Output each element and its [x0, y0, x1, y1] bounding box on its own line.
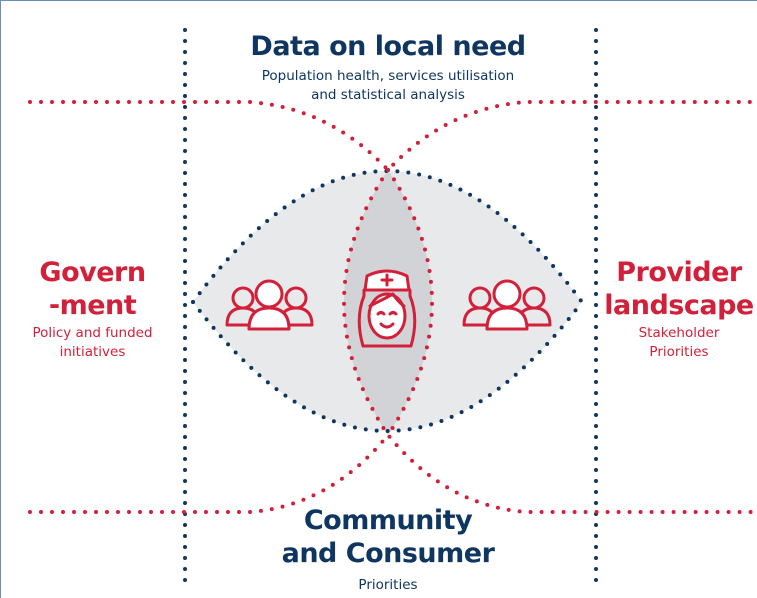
- lens-right-dotted-arc: [386, 168, 434, 437]
- left-title-line2: -ment: [48, 290, 137, 321]
- bottom-title-line2: and Consumer: [281, 538, 495, 569]
- left-subtitle-line2: initiatives: [59, 344, 126, 360]
- bottom-label-group: Community and Consumer Priorities: [198, 504, 578, 595]
- people-group-icon: [225, 279, 314, 331]
- right-label-group: Provider landscape Stakeholder Prioritie…: [604, 256, 754, 362]
- top-horizontal-dotted-line: [28, 100, 754, 173]
- right-title-line2: landscape: [604, 290, 754, 321]
- top-label-group: Data on local need Population health, se…: [188, 30, 588, 105]
- top-subtitle-line2: and statistical analysis: [311, 87, 465, 103]
- bottom-title-line1: Community: [303, 505, 473, 536]
- people-group-icon: [462, 279, 552, 331]
- right-title-line1: Provider: [616, 257, 742, 288]
- left-subtitle-line1: Policy and funded: [32, 325, 153, 341]
- eye-lower-dotted-arc: [191, 300, 584, 433]
- lens-left-dotted-arc: [342, 168, 390, 437]
- top-subtitle-line1: Population health, services utilisation: [261, 68, 515, 84]
- left-title-line1: Govern: [39, 257, 146, 288]
- right-subtitle-line2: Priorities: [649, 344, 709, 360]
- bottom-subtitle: Priorities: [358, 577, 418, 593]
- top-title: Data on local need: [250, 31, 526, 62]
- bottom-horizontal-dotted-line: [28, 431, 754, 514]
- right-subtitle-line1: Stakeholder: [638, 325, 720, 341]
- left-label-group: Govern -ment Policy and funded initiativ…: [15, 256, 170, 362]
- nurse-icon: [357, 269, 417, 348]
